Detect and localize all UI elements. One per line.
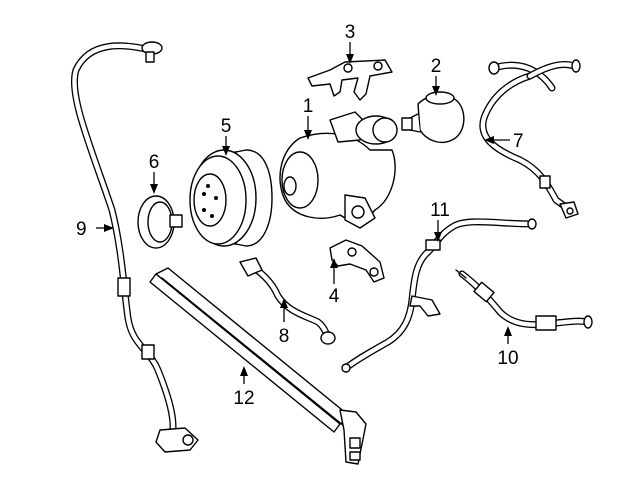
callout-11: 11 (430, 200, 450, 242)
callout-10: 10 (497, 326, 519, 369)
callout-5-number: 5 (221, 116, 232, 137)
part-12-oil-cooler (149, 267, 367, 465)
part-7-return-hose (479, 59, 581, 219)
callout-2-number: 2 (431, 56, 442, 77)
callout-9-number: 9 (76, 219, 87, 240)
part-5-pulley (189, 149, 273, 247)
callout-11-number: 11 (430, 200, 450, 221)
part-3-bracket (307, 59, 393, 101)
part-1-pump (279, 111, 398, 229)
part-6-cap (137, 195, 183, 249)
callout-12: 12 (233, 366, 255, 409)
part-8-hose (239, 257, 336, 345)
callout-6: 6 (149, 152, 160, 194)
part-9-pressure-hose (70, 41, 199, 453)
callout-5: 5 (221, 116, 232, 156)
callout-3: 3 (345, 22, 356, 64)
part-4-bracket (329, 239, 385, 283)
callout-2: 2 (431, 56, 442, 96)
part-2-reservoir (401, 91, 465, 144)
callout-7-number: 7 (513, 131, 524, 152)
part-11-cooler-pipe (341, 218, 537, 373)
callout-7: 7 (484, 131, 524, 152)
part-10-hose (455, 269, 593, 331)
callout-8: 8 (279, 298, 290, 347)
callout-3-number: 3 (345, 22, 356, 43)
callout-4: 4 (329, 258, 340, 307)
callout-10-number: 10 (497, 348, 518, 369)
callout-1-number: 1 (303, 96, 314, 117)
callout-8-number: 8 (279, 326, 290, 347)
callout-6-number: 6 (149, 152, 160, 173)
callout-9: 9 (76, 219, 114, 240)
callout-1: 1 (303, 96, 314, 140)
callout-12-number: 12 (233, 388, 254, 409)
callout-4-number: 4 (329, 286, 340, 307)
